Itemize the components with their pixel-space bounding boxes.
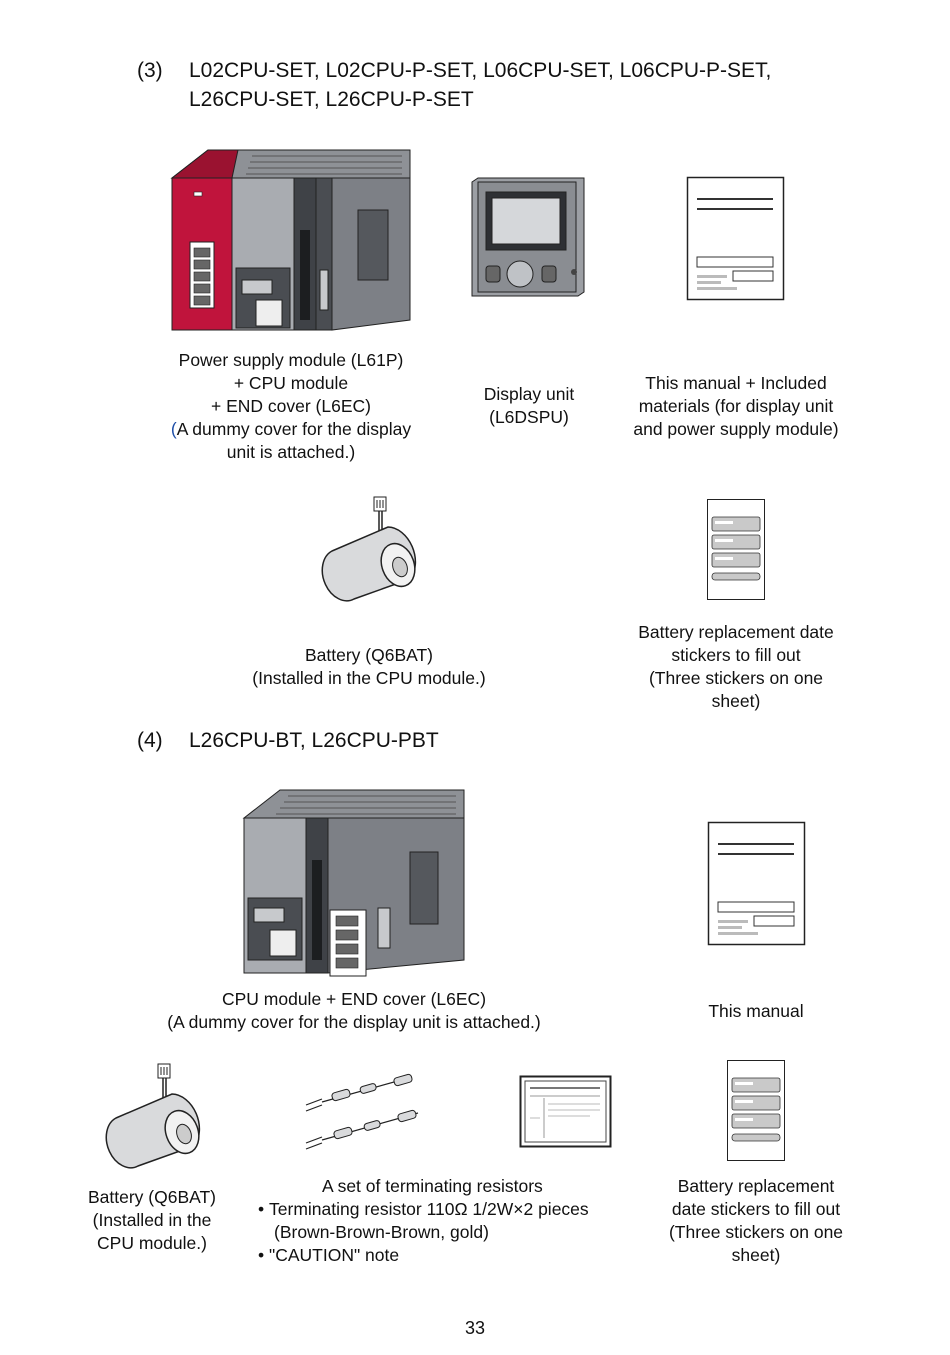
- this-manual-caption: This manual: [708, 1001, 804, 1021]
- manual-image-section-4: [707, 821, 806, 946]
- battery-stickers-caption: Battery replacement date stickers to fil…: [638, 622, 834, 711]
- display-unit-caption: Display unit (L6DSPU): [483, 384, 575, 427]
- section-3-number: (3): [137, 59, 163, 82]
- caution-note-text: "CAUTION" note: [269, 1245, 400, 1265]
- battery-caption-section-4: Battery (Q6BAT) (Installed in the CPU mo…: [87, 1187, 217, 1253]
- resistors-line-3: • "CAUTION" note: [258, 1244, 650, 1267]
- terminating-resistors-image: [305, 1073, 419, 1150]
- power-supply-cpu-caption-rest: A dummy cover for the display unit is at…: [176, 419, 412, 462]
- battery-image-section-4: [105, 1063, 201, 1169]
- page-number: 33: [464, 1318, 486, 1338]
- section-4-title: L26CPU-BT, L26CPU-PBT: [189, 729, 439, 752]
- display-unit-image: [471, 177, 585, 297]
- cpu-module-caption: CPU module + END cover (L6EC) (A dummy c…: [167, 989, 541, 1032]
- battery-stickers-image-section-4: [727, 1060, 785, 1161]
- resistors-spec: Terminating resistor 110Ω 1/2W×2 pieces: [269, 1199, 589, 1219]
- resistors-line-1: • Terminating resistor 110Ω 1/2W×2 piece…: [258, 1198, 650, 1221]
- resistors-title: A set of terminating resistors: [322, 1176, 543, 1196]
- battery-stickers-image: [707, 499, 765, 600]
- bullet-1: •: [258, 1199, 265, 1219]
- manual-image: [686, 176, 785, 301]
- section-3-heading: (3) L02CPU-SET, L02CPU-P-SET, L06CPU-SET…: [137, 56, 897, 116]
- power-supply-cpu-caption: Power supply module (L61P) + CPU module …: [130, 349, 452, 464]
- power-supply-cpu-module-image: [170, 149, 411, 331]
- manual-materials-caption: This manual + Included materials (for di…: [633, 373, 839, 439]
- section-4-heading: (4) L26CPU-BT, L26CPU-PBT: [137, 726, 637, 756]
- section-3-title: L02CPU-SET, L02CPU-P-SET, L06CPU-SET, L0…: [189, 59, 772, 111]
- terminating-resistors-caption: A set of terminating resistors • Termina…: [258, 1175, 650, 1267]
- bullet-2: •: [258, 1245, 265, 1265]
- battery-stickers-caption-section-4: Battery replacement date stickers to fil…: [668, 1176, 844, 1265]
- resistors-line-2: (Brown-Brown-Brown, gold): [274, 1222, 489, 1242]
- cpu-module-image: [242, 789, 465, 977]
- section-4-number: (4): [137, 729, 163, 752]
- power-supply-cpu-caption-prefix: Power supply module (L61P) + CPU module …: [178, 350, 404, 416]
- battery-image: [321, 496, 417, 602]
- caution-note-image: [519, 1075, 612, 1148]
- battery-caption: Battery (Q6BAT) (Installed in the CPU mo…: [252, 645, 486, 688]
- caption-open-paren: (: [170, 419, 177, 439]
